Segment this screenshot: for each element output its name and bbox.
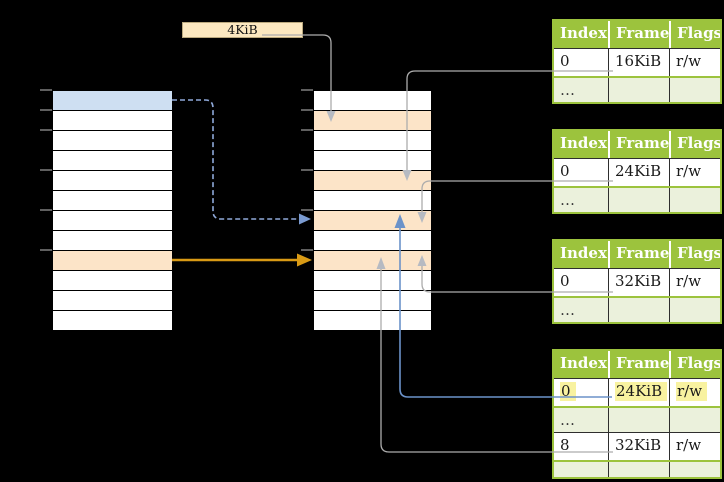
highlight: 24KiB [615,382,668,401]
cell-frame: 24KiB [608,379,669,406]
cell-flags: r/w [669,433,720,460]
connector-orange-mapping [172,253,312,267]
memory-row [314,151,431,171]
cell-index: 0 [560,272,570,290]
table-header-row: Index Frame Flags [554,21,720,48]
cell-flags [669,408,720,432]
memory-row [314,231,431,251]
col-header-frame: Frame [608,131,669,158]
memory-row [314,171,431,191]
cell-flags [669,298,720,322]
left-memory-table [52,90,173,331]
middle-memory-table [313,90,432,331]
memory-row [53,151,172,171]
table-row: 8 32KiB r/w [554,432,720,460]
table-row: 0 32KiB r/w [554,268,720,296]
cell-flags [669,462,720,477]
cell-frame: 24KiB [608,159,669,186]
table-header-row: Index Frame Flags [554,241,720,268]
memory-row [53,291,172,311]
cell-frame [608,462,669,477]
memory-row [314,111,431,131]
cell-frame: 32KiB [608,269,669,296]
memory-row [53,311,172,330]
table-row: 0 16KiB r/w [554,48,720,76]
col-header-frame: Frame [608,21,669,48]
col-header-flags: Flags [669,131,720,158]
col-header-index: Index [560,24,607,42]
cell-index: … [560,411,575,429]
cell-index: … [560,465,575,477]
memory-row [53,131,172,151]
col-header-index: Index [560,354,607,372]
cell-flags [669,78,720,102]
middle-table-ticks [301,89,313,251]
cell-index: … [560,191,575,209]
cell-index: 0 [560,162,570,180]
table-row-ellipsis: … [554,186,720,212]
left-table-ticks [40,89,52,251]
memory-row [53,211,172,231]
page-table-24kib: Index Frame Flags 0 24KiB r/w … [552,129,722,214]
memory-row [53,171,172,191]
cell-frame [608,188,669,212]
frame-size-label: 4KiB [182,22,303,38]
col-header-frame: Frame [608,241,669,268]
table-row-ellipsis: … [554,76,720,102]
col-header-flags: Flags [669,241,720,268]
memory-row [53,271,172,291]
col-header-index: Index [560,134,607,152]
memory-row [314,291,431,311]
memory-row [53,111,172,131]
cell-index: … [560,301,575,319]
memory-row [314,211,431,231]
page-table-32kib: Index Frame Flags 0 32KiB r/w … [552,239,722,324]
table-header-row: Index Frame Flags [554,131,720,158]
memory-row [314,191,431,211]
col-header-index: Index [560,244,607,262]
col-header-flags: Flags [669,21,720,48]
highlight: 0 [560,382,576,401]
memory-row [314,131,431,151]
cell-frame: 32KiB [608,433,669,460]
memory-row [314,271,431,291]
col-header-frame: Frame [608,351,669,378]
table-row-ellipsis: … [554,460,720,477]
cell-frame: 16KiB [608,49,669,76]
cell-flags: r/w [669,49,720,76]
memory-row [53,231,172,251]
table-row-highlighted: 0 24KiB r/w [554,378,720,406]
table-row-ellipsis: … [554,406,720,432]
table-header-row: Index Frame Flags [554,351,720,378]
cell-frame [608,408,669,432]
cell-flags: r/w [669,159,720,186]
col-header-flags: Flags [669,351,720,378]
table-row-ellipsis: … [554,296,720,322]
cell-flags: r/w [669,269,720,296]
cell-flags [669,188,720,212]
cell-index: … [560,81,575,99]
cell-frame [608,78,669,102]
cell-index: 0 [560,52,570,70]
memory-row [53,91,172,111]
table-row: 0 24KiB r/w [554,158,720,186]
cell-flags: r/w [669,379,720,406]
page-table-level2: Index Frame Flags 0 24KiB r/w … 8 32KiB … [552,349,722,479]
cell-index: 0 [554,379,608,406]
memory-row [53,251,172,271]
memory-row [314,311,431,330]
page-table-16kib: Index Frame Flags 0 16KiB r/w … [552,19,722,104]
memory-row [314,251,431,271]
memory-row [53,191,172,211]
cell-index: 8 [560,436,570,454]
highlight: r/w [676,382,708,401]
connector-virtual-page-dashed [172,99,311,225]
memory-row [314,91,431,111]
cell-frame [608,298,669,322]
